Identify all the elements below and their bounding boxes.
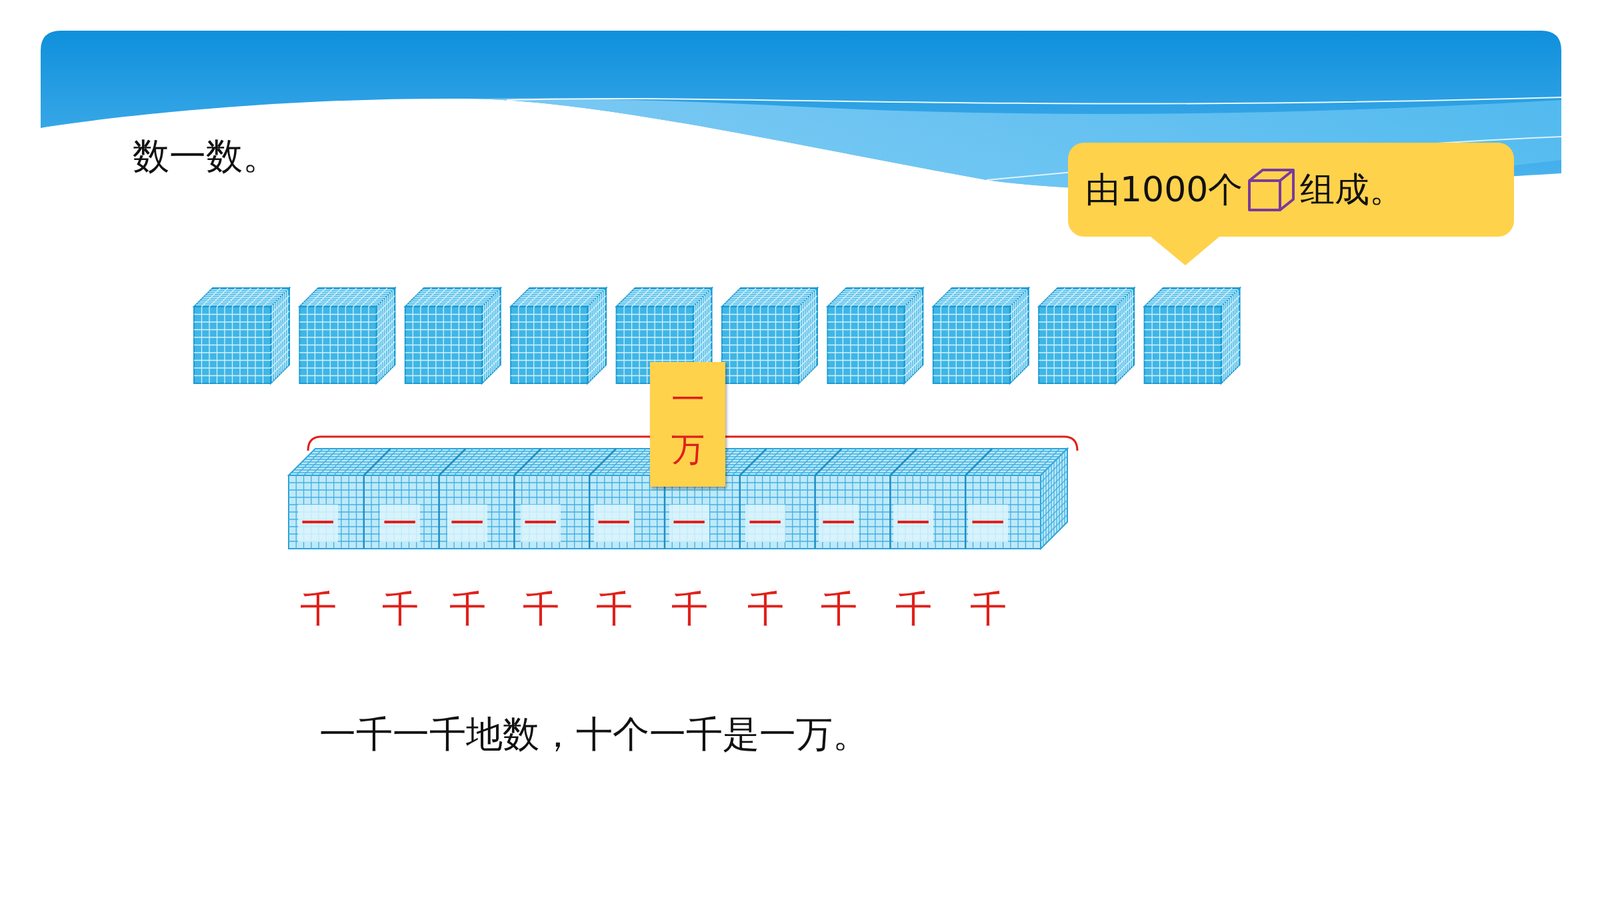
- unit-label: 千: [522, 590, 560, 628]
- slide-title: 数一数。: [132, 132, 280, 182]
- unit-label: 千: [596, 590, 633, 628]
- bar-digit: 一: [893, 504, 934, 542]
- bar-digit: 一: [745, 504, 786, 542]
- unit-label: 千: [300, 590, 337, 628]
- bar-digit: 一: [818, 504, 859, 542]
- vertical-label: 一万: [671, 374, 705, 475]
- unit-label: 千: [382, 590, 419, 628]
- summary-sentence: 一千一千地数，十个一千是一万。: [319, 712, 870, 756]
- bar-digit: 一: [669, 504, 710, 542]
- unit-label: 千: [449, 590, 486, 628]
- callout-pointer: [1146, 233, 1224, 266]
- bar-digit: 一: [594, 504, 634, 542]
- unit-label: 千: [970, 590, 1007, 628]
- callout-box: 由1000个 组成。: [1068, 142, 1514, 237]
- unit-label: 千: [747, 590, 784, 628]
- unit-label: 千: [895, 590, 932, 628]
- cube-icon: [1246, 167, 1296, 213]
- label-tag: 一万: [650, 362, 726, 487]
- bar-digit: 一: [380, 504, 420, 542]
- callout-text-end: 组成。: [1300, 166, 1404, 214]
- bar-digit: 一: [968, 504, 1008, 542]
- bar-digit: 一: [520, 504, 561, 542]
- bar-digit: 一: [447, 504, 488, 542]
- callout-text: 由1000个: [1085, 166, 1243, 214]
- unit-label: 千: [820, 590, 858, 628]
- unit-label: 千: [671, 590, 708, 628]
- bar-digit: 一: [298, 504, 338, 542]
